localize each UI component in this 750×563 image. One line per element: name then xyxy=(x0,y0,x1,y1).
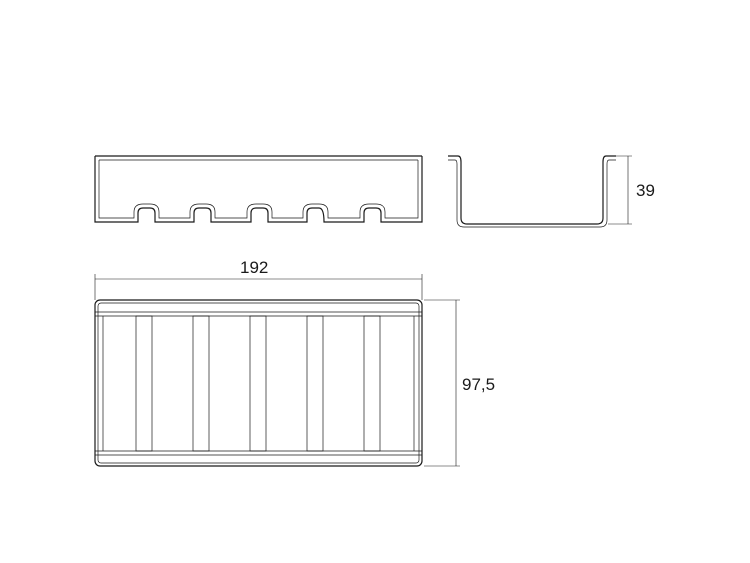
height-dimension: 39 xyxy=(608,155,655,225)
top-outer-frame xyxy=(94,299,423,467)
slat xyxy=(135,315,153,452)
top-view: 192 97,5 xyxy=(94,258,495,467)
slats xyxy=(135,315,381,452)
side-profile-inner xyxy=(448,159,616,228)
front-view xyxy=(94,155,423,223)
length-label: 192 xyxy=(240,258,268,277)
slat xyxy=(363,315,381,452)
front-body-outline xyxy=(94,156,423,223)
top-inner-frame xyxy=(97,302,420,464)
slat xyxy=(306,315,324,452)
slat xyxy=(249,315,267,452)
slat xyxy=(192,315,210,452)
depth-label: 97,5 xyxy=(462,375,495,394)
side-view xyxy=(448,155,616,228)
depth-dimension: 97,5 xyxy=(424,299,495,467)
length-dimension: 192 xyxy=(94,258,423,300)
height-label: 39 xyxy=(636,181,655,200)
front-body-inner xyxy=(98,160,419,219)
side-profile-outer xyxy=(448,155,616,225)
